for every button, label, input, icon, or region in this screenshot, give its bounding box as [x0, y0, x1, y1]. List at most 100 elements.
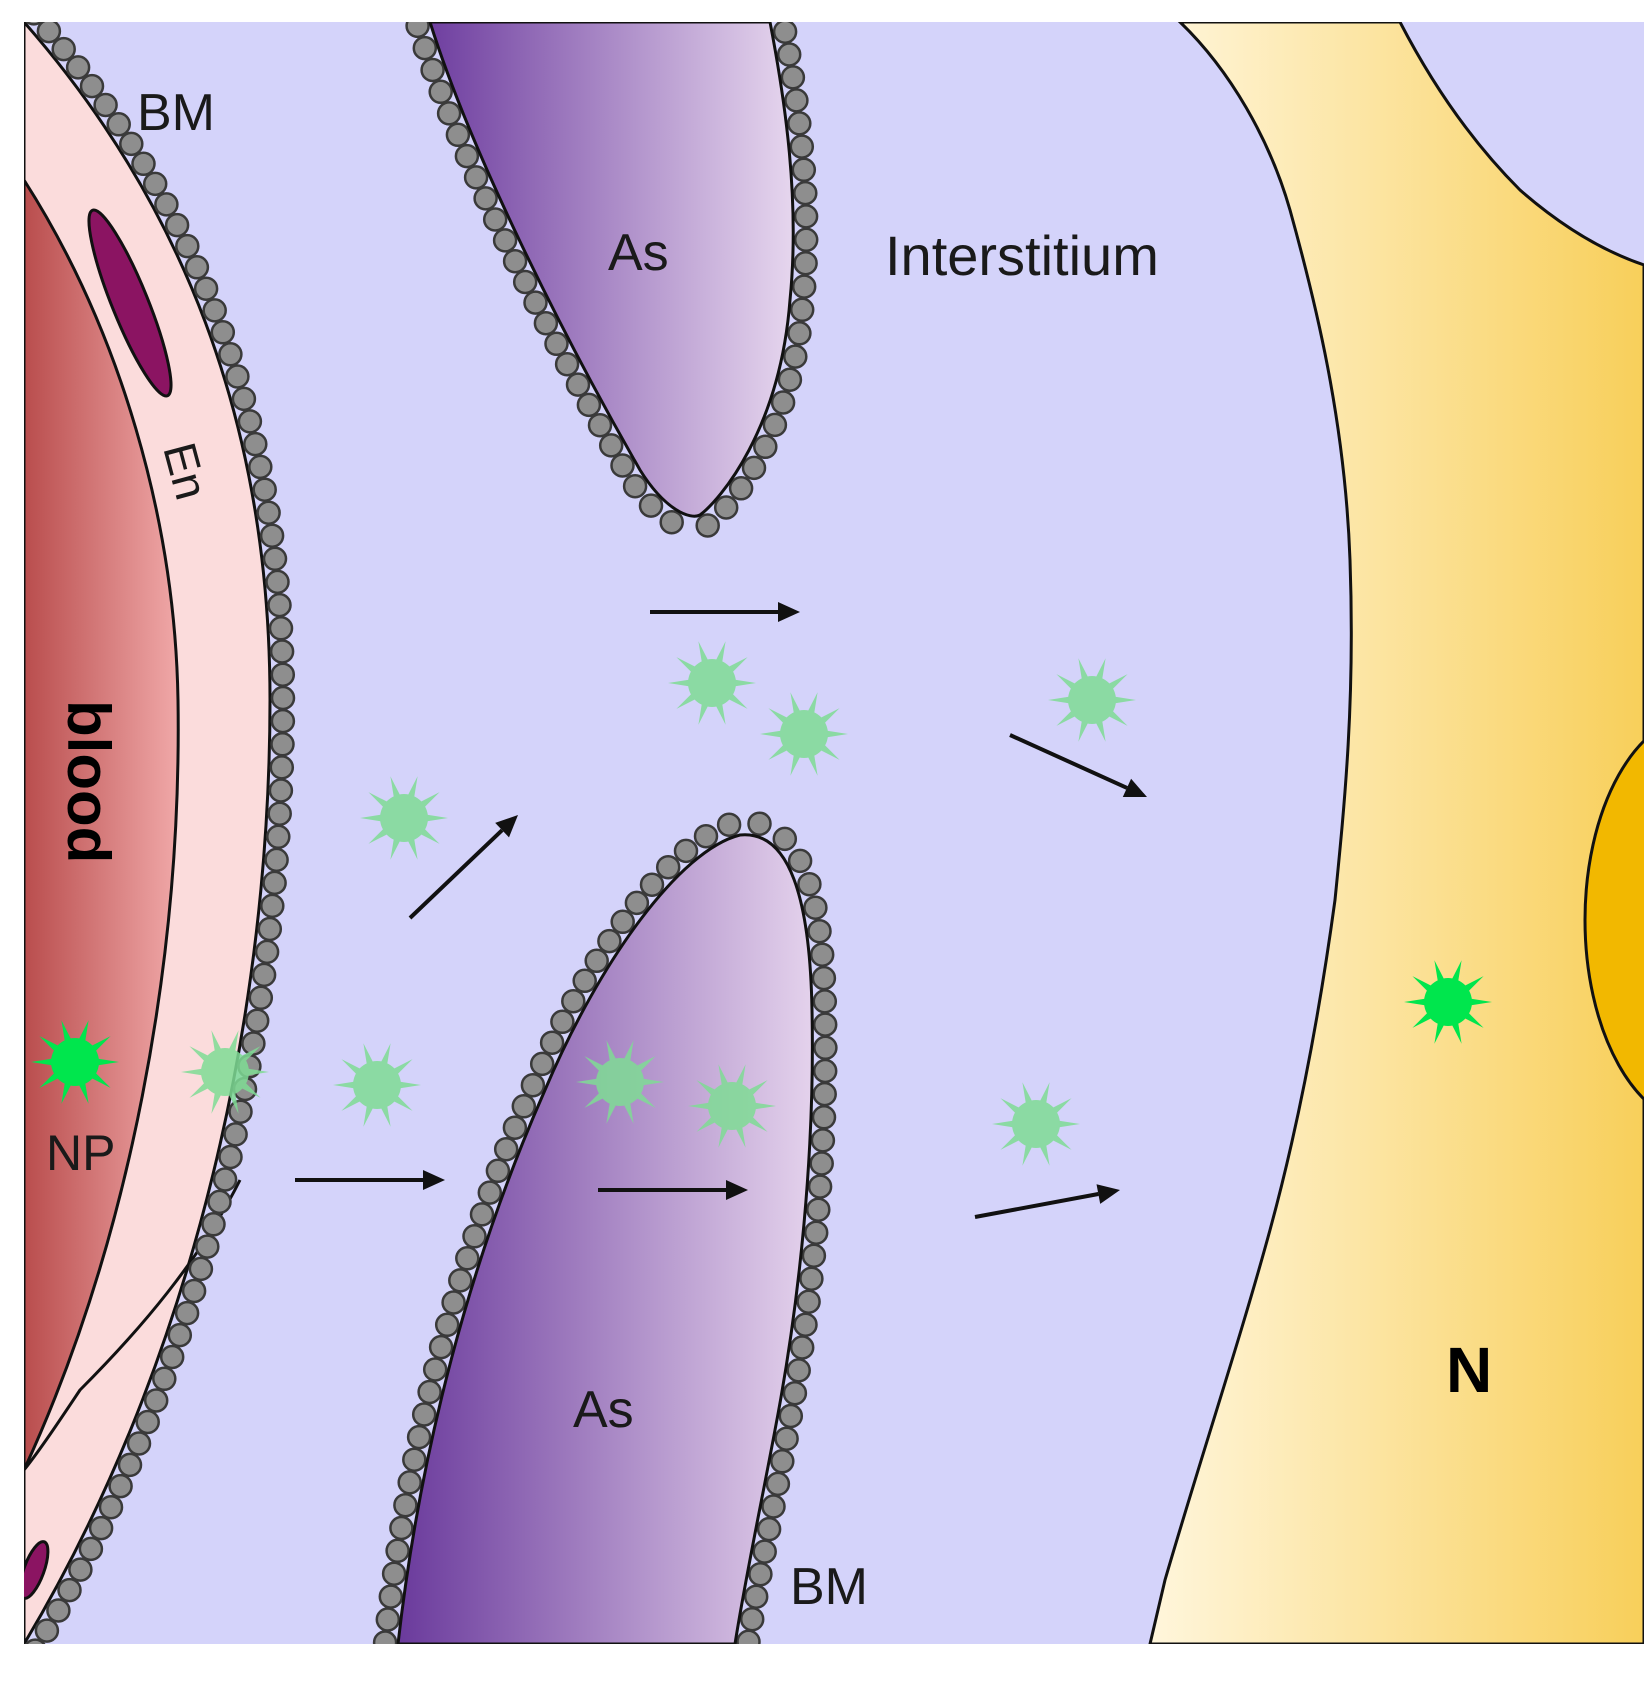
- basement-membrane-bead: [272, 710, 294, 732]
- basement-membrane-bead: [586, 950, 608, 972]
- basement-membrane-bead: [38, 20, 60, 42]
- basement-membrane-bead: [535, 312, 557, 334]
- basement-membrane-bead: [640, 495, 662, 517]
- basement-membrane-bead: [471, 1203, 493, 1225]
- basement-membrane-bead: [641, 874, 663, 896]
- basement-membrane-bead: [394, 1494, 416, 1516]
- basement-membrane-bead: [697, 515, 719, 537]
- basement-membrane-bead: [390, 1517, 412, 1539]
- basement-membrane-bead: [203, 1213, 225, 1235]
- basement-membrane-bead: [176, 235, 198, 257]
- basement-membrane-bead: [809, 1176, 831, 1198]
- basement-membrane-bead: [377, 1609, 399, 1631]
- basement-membrane-bead: [430, 1336, 452, 1358]
- basement-membrane-bead: [798, 1291, 820, 1313]
- basement-membrane-bead: [408, 1426, 430, 1448]
- basement-membrane-bead: [798, 873, 820, 895]
- basement-membrane-bead: [128, 1433, 150, 1455]
- basement-membrane-bead: [214, 1169, 236, 1191]
- basement-membrane-bead: [578, 394, 600, 416]
- frame-top: [0, 0, 1651, 22]
- basement-membrane-bead: [119, 1454, 141, 1476]
- basement-membrane-bead: [479, 1182, 501, 1204]
- label-bm-bottom: BM: [790, 1558, 868, 1616]
- basement-membrane-bead: [464, 1225, 486, 1247]
- basement-membrane-bead: [805, 1222, 827, 1244]
- basement-membrane-bead: [745, 1586, 767, 1608]
- basement-membrane-bead: [219, 343, 241, 365]
- basement-membrane-bead: [387, 1540, 409, 1562]
- basement-membrane-bead: [814, 1014, 836, 1036]
- basement-membrane-bead: [80, 1538, 102, 1560]
- basement-membrane-bead: [59, 1579, 81, 1601]
- basement-membrane-bead: [807, 1199, 829, 1221]
- basement-membrane-bead: [600, 434, 622, 456]
- basement-membrane-bead: [814, 1060, 836, 1082]
- basement-membrane-bead: [267, 571, 289, 593]
- basement-membrane-bead: [780, 1405, 802, 1427]
- basement-membrane-bead: [269, 803, 291, 825]
- basement-membrane-bead: [789, 850, 811, 872]
- basement-membrane-bead: [443, 1292, 465, 1314]
- basement-membrane-bead: [794, 182, 816, 204]
- basement-membrane-bead: [754, 1541, 776, 1563]
- basement-membrane-bead: [430, 81, 452, 103]
- basement-membrane-bead: [264, 872, 286, 894]
- frame-bottom: [0, 1644, 1651, 1681]
- basement-membrane-bead: [562, 990, 584, 1012]
- basement-membrane-bead: [100, 1496, 122, 1518]
- basement-membrane-bead: [383, 1563, 405, 1585]
- basement-membrane-bead: [661, 511, 683, 533]
- basement-membrane-bead: [754, 436, 776, 458]
- basement-membrane-bead: [814, 1083, 836, 1105]
- basement-membrane-bead: [784, 1382, 806, 1404]
- basement-membrane-bead: [413, 1404, 435, 1426]
- basement-membrane-bead: [47, 1600, 69, 1622]
- basement-membrane-bead: [504, 250, 526, 272]
- basement-membrane-bead: [767, 1473, 789, 1495]
- basement-membrane-bead: [67, 56, 89, 78]
- basement-membrane-bead: [272, 733, 294, 755]
- basement-membrane-bead: [272, 664, 294, 686]
- basement-membrane-bead: [438, 102, 460, 124]
- basement-membrane-bead: [254, 479, 276, 501]
- label-bm-top: BM: [137, 84, 215, 142]
- basement-membrane-bead: [495, 1138, 517, 1160]
- basement-membrane-bead: [758, 1518, 780, 1540]
- basement-membrane-bead: [183, 1280, 205, 1302]
- basement-membrane-bead: [791, 136, 813, 158]
- basement-membrane-bead: [804, 897, 826, 919]
- basement-membrane-bead: [145, 1390, 167, 1412]
- basement-membrane-bead: [812, 1129, 834, 1151]
- basement-membrane-bead: [730, 477, 752, 499]
- basement-membrane-bead: [110, 1475, 132, 1497]
- basement-membrane-bead: [779, 369, 801, 391]
- basement-membrane-bead: [422, 59, 444, 81]
- basement-membrane-bead: [69, 1559, 91, 1581]
- basement-membrane-bead: [475, 187, 497, 209]
- basement-membrane-bead: [811, 1153, 833, 1175]
- basement-membrane-bead: [195, 278, 217, 300]
- basement-membrane-bead: [626, 892, 648, 914]
- basement-membrane-bead: [791, 299, 813, 321]
- basement-membrane-bead: [494, 229, 516, 251]
- basement-membrane-bead: [270, 780, 292, 802]
- basement-membrane-bead: [785, 89, 807, 111]
- basement-membrane-bead: [266, 849, 288, 871]
- basement-membrane-bead: [271, 641, 293, 663]
- basement-membrane-bead: [774, 21, 796, 43]
- basement-membrane-bead: [220, 1146, 242, 1168]
- basement-membrane-bead: [487, 1160, 509, 1182]
- basement-membrane-bead: [456, 145, 478, 167]
- label-astrocyte-bottom: As: [573, 1381, 634, 1439]
- basement-membrane-bead: [380, 1586, 402, 1608]
- basement-membrane-bead: [788, 112, 810, 134]
- basement-membrane-bead: [788, 322, 810, 344]
- frame-left: [0, 0, 24, 1681]
- basement-membrane-bead: [271, 756, 293, 778]
- basement-membrane-bead: [209, 1191, 231, 1213]
- basement-membrane-bead: [574, 970, 596, 992]
- basement-membrane-bead: [95, 94, 117, 116]
- basement-membrane-bead: [226, 366, 248, 388]
